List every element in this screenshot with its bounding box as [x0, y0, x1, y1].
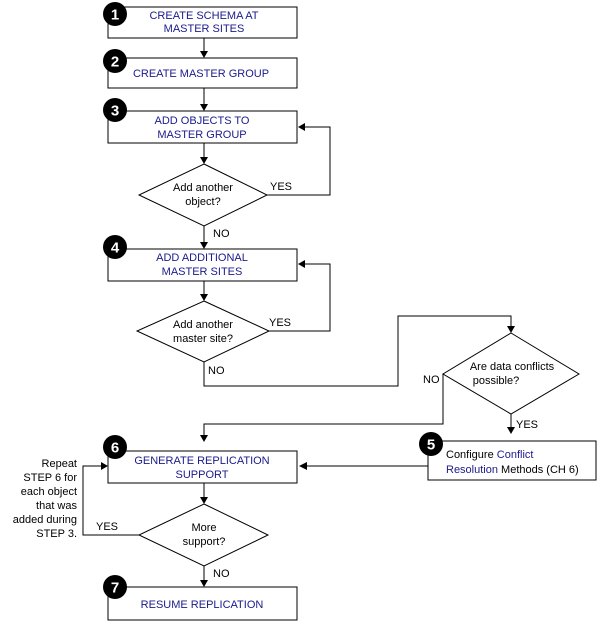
step-2: CREATE MASTER GROUP 2 [103, 49, 298, 89]
step-5-text-methods: Methods (CH 6) [498, 464, 579, 476]
repeat-note-line: STEP 3. [36, 528, 77, 540]
connector-d2-yes-loop [269, 263, 331, 332]
step-number-badge [103, 98, 127, 122]
step-4-label-line2: MASTER SITES [162, 266, 243, 278]
step-number: 1 [111, 7, 119, 24]
arrowhead [298, 123, 305, 131]
decision-3-yes-label: YES [516, 419, 538, 431]
step-5-box [427, 440, 597, 481]
step-4: ADD ADDITIONAL MASTER SITES 4 [103, 235, 298, 282]
decision-4-text-line1: More [191, 522, 216, 534]
step-2-label: CREATE MASTER GROUP [133, 68, 269, 80]
step-5-text-configure: Configure [446, 449, 497, 461]
connector-d1-yes-loop [267, 126, 331, 196]
decision-diamond [442, 332, 580, 415]
step-1-label-line2: MASTER SITES [164, 23, 245, 35]
decision-3-text-line1: Are data conflicts [470, 361, 555, 373]
step-5-label-line1: Configure Conflict [446, 449, 533, 461]
step-number-badge [103, 235, 127, 259]
step-1-label-line1: CREATE SCHEMA AT [149, 10, 258, 22]
decision-4-no-label: NO [213, 568, 230, 580]
step-6-label-line2: SUPPORT [176, 469, 229, 481]
arrowhead [200, 497, 208, 504]
repeat-note-line: Repeat [42, 458, 77, 470]
decision-2-text-line2: master site? [173, 333, 233, 345]
decision-3-no-label: NO [423, 374, 440, 386]
step-6-label-line1: GENERATE REPLICATION [134, 455, 269, 467]
step-3-box [107, 110, 298, 144]
decision-1-text-line2: object? [185, 196, 220, 208]
arrowhead [200, 104, 208, 111]
step-3: ADD OBJECTS TO MASTER GROUP 3 [103, 98, 298, 144]
step-number-badge [103, 575, 127, 599]
repeat-note-line: that was [36, 500, 77, 512]
connectors [82, 38, 515, 587]
decision-1-no-label: NO [213, 228, 230, 240]
connector-d4-yes-loop [82, 465, 139, 536]
repeat-note-line: STEP 6 for [23, 472, 77, 484]
step-number-badge [103, 49, 127, 73]
decision-4-yes-label: YES [96, 521, 118, 533]
step-5-text-conflict: Conflict [497, 449, 534, 461]
arrowhead [200, 51, 208, 58]
decision-diamond [137, 163, 269, 227]
step-number-badge [419, 432, 443, 456]
arrowhead [101, 462, 108, 470]
step-4-label-line1: ADD ADDITIONAL [156, 252, 248, 264]
arrowhead [200, 580, 208, 587]
step-5: Configure Conflict Resolution Methods (C… [419, 432, 597, 481]
step-1-box [107, 6, 298, 39]
step-4-box [107, 248, 298, 282]
step-number-badge [103, 435, 127, 459]
repeat-note-line: each object [21, 486, 77, 498]
arrowhead [299, 462, 307, 470]
step-number-badge [103, 2, 127, 26]
arrowhead [507, 427, 515, 434]
arrowhead [200, 294, 208, 301]
decision-add-object: Add another object? YES NO [137, 163, 292, 240]
decision-3-text-line2: possible? [473, 375, 519, 387]
arrowhead [200, 157, 208, 164]
step-6: GENERATE REPLICATION SUPPORT 6 [103, 435, 298, 484]
connector-d2-no-to-d3 [203, 315, 512, 387]
repeat-note-line: added during [13, 514, 77, 526]
connector-d3-no-to-6 [203, 374, 444, 435]
step-7: RESUME REPLICATION 7 [103, 575, 298, 621]
decision-2-text-line1: Add another [173, 319, 233, 331]
step-5-text-resolution: Resolution [446, 464, 498, 476]
decision-2-no-label: NO [208, 365, 225, 377]
decision-data-conflicts: Are data conflicts possible? YES NO [423, 332, 580, 431]
step-number: 5 [427, 437, 435, 454]
arrowhead [200, 435, 208, 442]
decision-diamond [137, 503, 270, 567]
step-3-label-line2: MASTER GROUP [157, 129, 246, 141]
decision-1-yes-label: YES [270, 181, 292, 193]
arrowhead [298, 260, 305, 268]
arrowhead [507, 326, 515, 333]
step-7-box [107, 586, 298, 621]
step-3-label-line1: ADD OBJECTS TO [155, 115, 250, 127]
decision-add-master-site: Add another master site? YES NO [135, 300, 291, 377]
decision-4-text-line2: support? [183, 536, 226, 548]
step-2-box [107, 57, 298, 89]
step-5-label-line2: Resolution Methods (CH 6) [446, 464, 579, 476]
step-number: 7 [111, 580, 119, 597]
step-number: 6 [111, 440, 119, 457]
step-7-label: RESUME REPLICATION [141, 599, 264, 611]
step-number: 4 [111, 240, 120, 257]
repeat-note: Repeat STEP 6 for each object that was a… [13, 458, 78, 540]
decision-1-text-line1: Add another [173, 182, 233, 194]
step-number: 3 [111, 103, 119, 120]
step-number: 2 [111, 54, 119, 71]
decision-2-yes-label: YES [269, 317, 291, 329]
step-1: CREATE SCHEMA AT MASTER SITES 1 [103, 2, 298, 39]
arrowhead [200, 242, 208, 249]
step-6-box [107, 450, 298, 484]
decision-more-support: More support? YES NO [96, 503, 270, 580]
decision-diamond [135, 300, 271, 363]
